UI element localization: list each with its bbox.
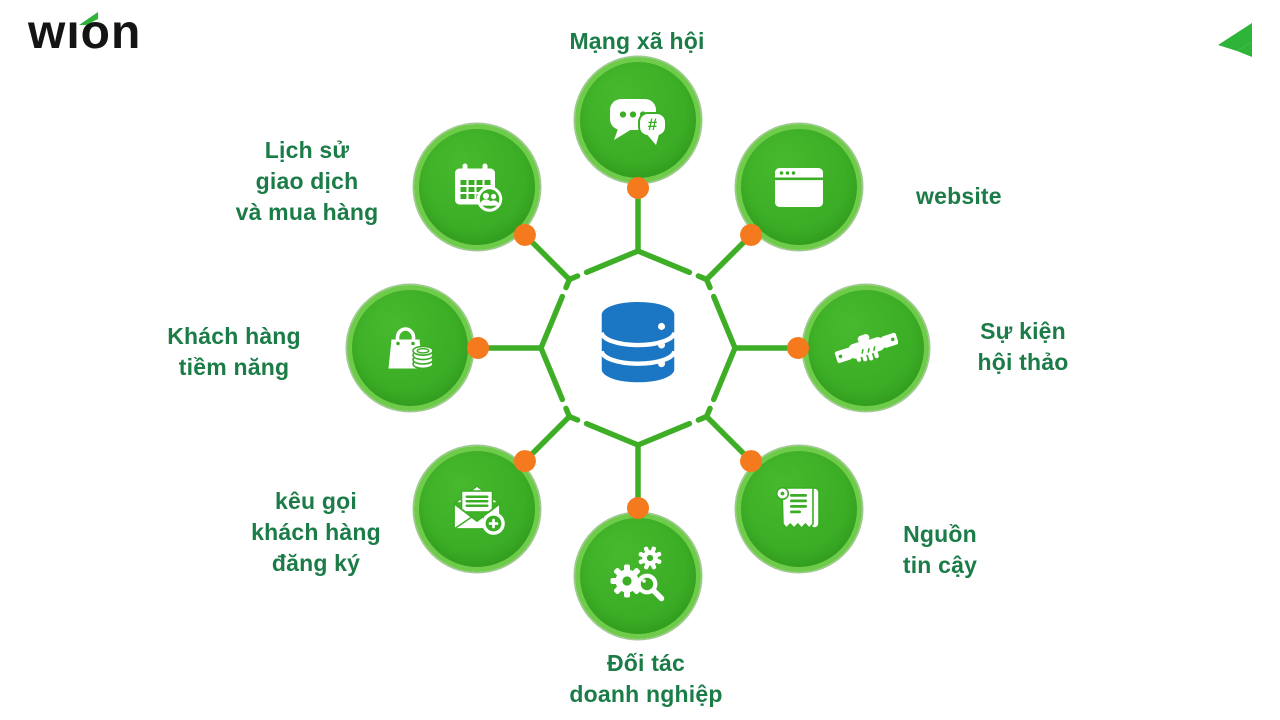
label-line: Nguồn — [903, 521, 977, 547]
label-line: tiềm năng — [178, 354, 290, 380]
label-line: doanh nghiệp — [569, 681, 723, 707]
label-line: khách hàng — [251, 519, 381, 545]
label-trusted-source: Nguồn tin cậy — [840, 519, 1040, 581]
handshake-icon — [834, 332, 898, 363]
label-events: Sự kiện hội thảo — [923, 316, 1123, 378]
brand-logo: wıon — [28, 4, 208, 74]
label-potential-customers: Khách hàng tiềm năng — [134, 321, 334, 383]
label-line: giao dịch — [255, 168, 359, 194]
chat-bubbles-icon: # — [610, 99, 667, 145]
label-line: Lịch sử — [264, 137, 350, 163]
node-social-network: # — [575, 57, 701, 183]
logo-accent-flag-arrow-icon — [79, 12, 98, 25]
label-social-network: Mạng xã hội — [487, 26, 787, 57]
label-website: website — [916, 181, 1136, 212]
label-line: và mua hàng — [235, 199, 379, 225]
gears-search-icon — [610, 546, 665, 602]
label-transaction-history: Lịch sử giao dịch và mua hàng — [207, 135, 407, 228]
node-potential-customers — [347, 285, 473, 411]
label-line: tin cậy — [902, 552, 978, 578]
node-events — [803, 285, 929, 411]
corner-flag-arrow-icon — [1218, 23, 1252, 57]
brand-logo-text: wıon — [28, 6, 142, 59]
shopping-bag-coins-icon — [388, 327, 434, 370]
database-icon — [596, 299, 680, 402]
label-signup-call: kêu gọi khách hàng đăng ký — [216, 486, 416, 579]
label-line: đăng ký — [271, 550, 361, 576]
browser-window-icon — [775, 167, 824, 207]
node-signup-call — [413, 446, 540, 573]
receipt-icon — [776, 487, 820, 529]
label-line: hội thảo — [977, 349, 1069, 375]
database-cylinder-icon — [599, 301, 677, 383]
label-line: Đối tác — [606, 650, 686, 676]
node-trusted-source — [736, 446, 863, 573]
node-business-partners — [575, 513, 701, 639]
envelope-plus-icon — [452, 485, 505, 535]
calendar-users-icon — [454, 163, 502, 212]
label-line: Khách hàng — [167, 323, 301, 349]
label-line: kêu gọi — [275, 488, 357, 514]
label-line: website — [916, 183, 1002, 209]
label-line: Mạng xã hội — [569, 28, 705, 54]
label-business-partners: Đối tác doanh nghiệp — [496, 648, 796, 710]
node-transaction-history — [413, 123, 540, 250]
svg-text:#: # — [648, 115, 658, 134]
node-website — [736, 123, 863, 250]
label-line: Sự kiện — [980, 318, 1066, 344]
